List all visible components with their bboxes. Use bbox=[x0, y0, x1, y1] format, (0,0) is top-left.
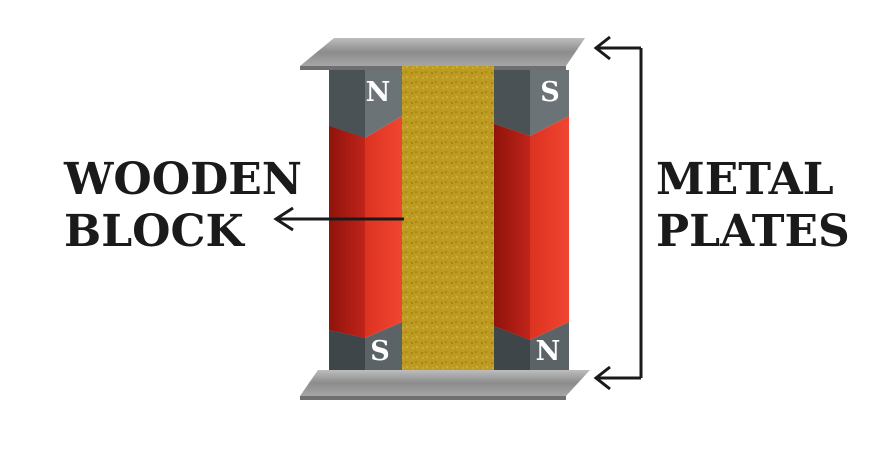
left-magnet bbox=[329, 70, 402, 392]
right-magnet bbox=[494, 70, 569, 392]
wooden-block bbox=[402, 66, 494, 372]
pole-label-left-top: N bbox=[366, 77, 391, 108]
bottom-metal-plate bbox=[300, 370, 590, 396]
bottom-metal-plate-edge bbox=[300, 396, 566, 400]
pole-label-right-top: S bbox=[540, 77, 560, 108]
wooden-block-shade bbox=[402, 66, 494, 372]
metal-plates-bracket bbox=[593, 35, 643, 391]
wooden-block-label-line2: BLOCK bbox=[64, 206, 245, 257]
metal-plates-label-line2: PLATES bbox=[656, 206, 850, 257]
pole-label-right-bottom: N bbox=[536, 336, 561, 367]
wooden-block-label-line1: WOODEN bbox=[63, 154, 302, 205]
wooden-block-arrow bbox=[273, 206, 404, 232]
metal-plates-label-line1: METAL bbox=[656, 154, 834, 205]
top-metal-plate bbox=[300, 38, 585, 66]
pole-label-left-bottom: S bbox=[370, 336, 390, 367]
